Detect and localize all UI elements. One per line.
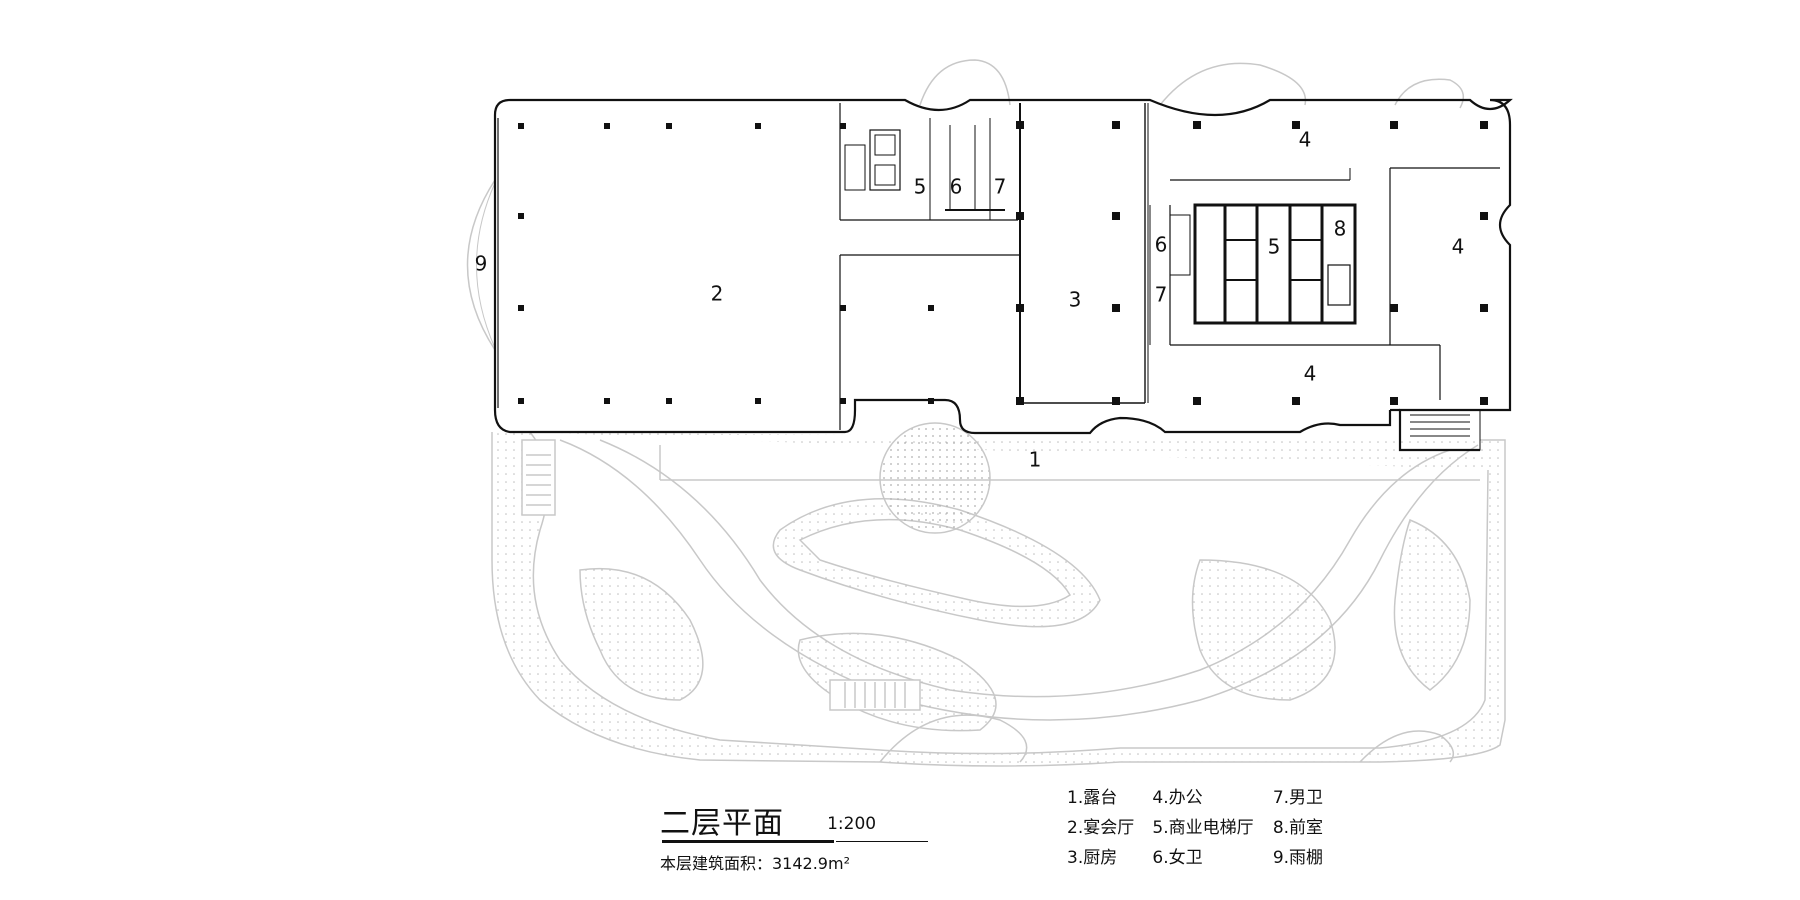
core-rooms bbox=[844, 125, 1357, 325]
room-label-canopy: 9 bbox=[475, 252, 488, 276]
legend-item: 8.前室 bbox=[1272, 818, 1324, 838]
room-label-banquet-hall: 2 bbox=[711, 282, 724, 306]
room-label-elevator-hall-core: 5 bbox=[1268, 235, 1281, 259]
legend-item: 7.男卫 bbox=[1272, 788, 1324, 808]
structural-columns bbox=[518, 121, 1488, 405]
room-legend: 1.露台 4.办公 7.男卫 2.宴会厅 5.商业电梯厅 8.前室 3.厨房 6… bbox=[1067, 783, 1323, 873]
legend-row: 2.宴会厅 5.商业电梯厅 8.前室 bbox=[1067, 813, 1323, 843]
room-label-office-right: 4 bbox=[1452, 235, 1465, 259]
plan-scale: 1:200 bbox=[827, 814, 877, 834]
stair-right bbox=[1399, 409, 1481, 451]
room-label-womens-restroom-left: 6 bbox=[950, 175, 963, 199]
room-label-terrace: 1 bbox=[1029, 448, 1042, 472]
room-label-womens-restroom-core: 6 bbox=[1155, 233, 1168, 257]
legend-item: 5.商业电梯厅 bbox=[1152, 818, 1254, 838]
legend-row: 3.厨房 6.女卫 9.雨棚 bbox=[1067, 843, 1323, 873]
exterior-wall bbox=[510, 98, 1513, 452]
room-label-mens-restroom-core: 7 bbox=[1155, 283, 1168, 307]
terrace-stair-left bbox=[526, 454, 551, 506]
legend-item: 9.雨棚 bbox=[1272, 848, 1324, 868]
legend-item: 6.女卫 bbox=[1152, 848, 1203, 868]
title-underline bbox=[662, 840, 834, 843]
room-label-mens-restroom-left: 7 bbox=[994, 175, 1007, 199]
room-label-office-top: 4 bbox=[1299, 128, 1312, 152]
canopy-outline bbox=[466, 179, 496, 351]
legend-item: 2.宴会厅 bbox=[1067, 818, 1135, 838]
plan-title: 二层平面 bbox=[660, 806, 784, 841]
terrace-landscape bbox=[491, 422, 1506, 767]
room-label-kitchen: 3 bbox=[1069, 288, 1082, 312]
building-walls bbox=[493, 98, 1513, 452]
legend-item: 3.厨房 bbox=[1067, 848, 1118, 868]
circular-planter bbox=[879, 422, 991, 534]
room-label-anteroom: 8 bbox=[1334, 217, 1347, 241]
terrace-stair-bottom bbox=[844, 682, 906, 708]
room-label-elevator-hall-left: 5 bbox=[914, 175, 927, 199]
floor-area-label: 本层建筑面积：3142.9m² bbox=[660, 854, 850, 873]
legend-item: 4.办公 bbox=[1152, 788, 1203, 808]
title-block: 二层平面 1:200 本层建筑面积：3142.9m² bbox=[660, 798, 928, 874]
scale-underline bbox=[836, 841, 928, 842]
room-label-office-bottom: 4 bbox=[1304, 362, 1317, 386]
legend-item: 1.露台 bbox=[1067, 788, 1118, 808]
legend-row: 1.露台 4.办公 7.男卫 bbox=[1067, 783, 1323, 813]
